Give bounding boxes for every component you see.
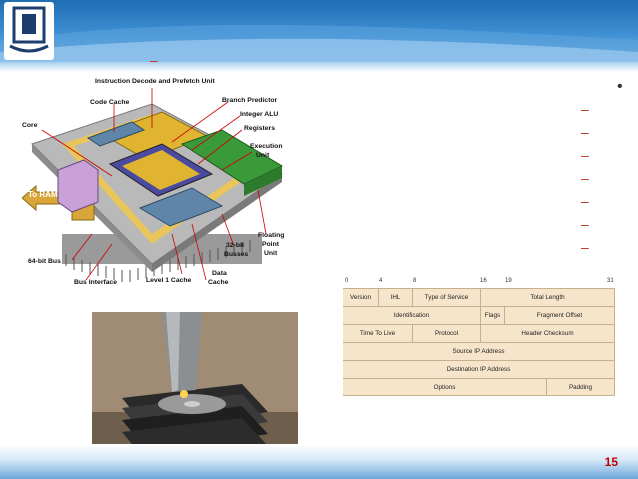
table-cell: Source IP Address <box>343 343 615 360</box>
sub-dash: – <box>581 239 589 255</box>
title-dash: – <box>150 52 158 68</box>
bit-label: 8 <box>413 278 417 284</box>
table-cell: Flags <box>481 307 505 324</box>
table-cell: Time To Live <box>343 325 413 342</box>
label-code-cache: Code Cache <box>90 99 130 106</box>
label-fpu-unit: Unit <box>264 250 278 257</box>
sub-dash: – <box>581 193 589 209</box>
label-64-bit-bus: 64-bit Bus <box>28 258 61 265</box>
table-row: Destination IP Address <box>343 360 615 378</box>
label-registers: Registers <box>244 125 275 132</box>
bit-label: 4 <box>379 278 383 284</box>
bit-label: 19 <box>505 278 512 284</box>
header-swoosh <box>0 24 638 62</box>
table-row: Options Padding <box>343 378 615 396</box>
hammer-hard-drive-photo <box>92 312 298 464</box>
table-cell: Type of Service <box>413 289 481 306</box>
footer-bar <box>0 444 638 479</box>
label-32-bit: 32-bit <box>226 242 245 249</box>
table-row: Version IHL Type of Service Total Length <box>343 288 615 306</box>
header-bar <box>0 0 638 62</box>
bit-label: 31 <box>607 278 614 284</box>
table-cell: Options <box>343 379 547 396</box>
header-divider <box>0 62 638 72</box>
table-cell: Padding <box>547 379 615 396</box>
table-cell: IHL <box>379 289 413 306</box>
label-data: Data <box>212 270 227 277</box>
sub-dash: – <box>581 147 589 163</box>
bit-label: 16 <box>480 278 487 284</box>
label-instruction-decode: Instruction Decode and Prefetch Unit <box>95 78 215 85</box>
table-cell: Protocol <box>413 325 481 342</box>
label-execution-unit: Unit <box>256 152 270 159</box>
page-number: 15 <box>604 455 618 469</box>
label-integer-alu: Integer ALU <box>240 111 279 118</box>
ip-header-table: 0 4 8 16 19 31 Version IHL Type of Servi… <box>343 278 615 396</box>
sub-dash: – <box>581 101 589 117</box>
sub-dash: – <box>581 216 589 232</box>
table-cell: Identification <box>343 307 481 324</box>
label-level-1-cache: Level 1 Cache <box>146 277 192 284</box>
bit-label: 0 <box>345 278 349 284</box>
table-cell: Total Length <box>481 289 615 306</box>
label-core: Core <box>22 122 38 129</box>
table-cell: Fragment Offset <box>505 307 615 324</box>
label-to-ram: To RAM <box>28 190 58 199</box>
label-floating: Floating <box>258 232 285 239</box>
sub-dash: – <box>581 124 589 140</box>
label-point: Point <box>262 241 279 248</box>
bullet-point: • <box>617 78 623 95</box>
table-row: Source IP Address <box>343 342 615 360</box>
sub-dash: – <box>581 170 589 186</box>
table-cell: Version <box>343 289 379 306</box>
table-row: Identification Flags Fragment Offset <box>343 306 615 324</box>
cpu-illustration <box>21 88 284 282</box>
label-execution: Execution <box>250 143 283 150</box>
label-data-cache: Cache <box>208 279 229 286</box>
label-bus-interface: Bus Interface <box>74 279 118 286</box>
label-busses: Busses <box>224 251 249 258</box>
table-cell: Destination IP Address <box>343 361 615 378</box>
cpu-diagram: Instruction Decode and Prefetch Unit Cod… <box>21 74 290 296</box>
table-row: Time To Live Protocol Header Checksum <box>343 324 615 342</box>
table-cell: Header Checksum <box>481 325 615 342</box>
label-branch-predictor: Branch Predictor <box>222 97 278 104</box>
university-logo <box>4 2 54 60</box>
